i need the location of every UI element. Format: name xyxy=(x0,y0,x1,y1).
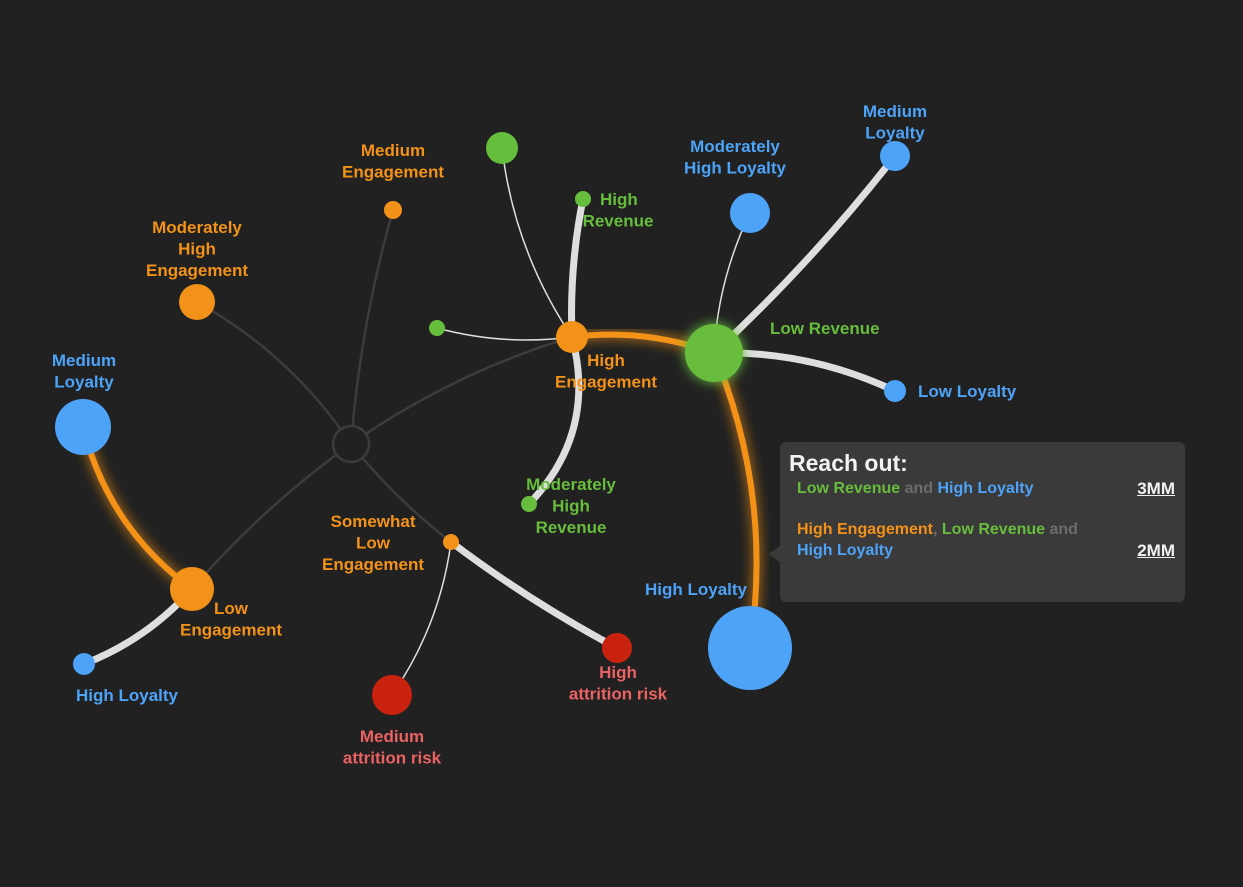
tooltip-row-text: Low Revenue and High Loyalty xyxy=(797,478,1034,499)
link-high-engagement-to-high-revenue xyxy=(568,195,587,341)
label-high-loyalty-left: High Loyalty xyxy=(76,686,179,705)
link-high-engagement-to-mod-high-revenue xyxy=(525,333,583,508)
link-low-revenue-to-high-loyalty-big xyxy=(711,350,760,651)
link-root-to-high-engagement xyxy=(349,335,574,446)
node-somewhat-low-engagement[interactable] xyxy=(443,534,459,550)
node-high-loyalty-left[interactable] xyxy=(73,653,95,675)
node-mod-high-revenue[interactable] xyxy=(521,496,537,512)
node-low-revenue[interactable] xyxy=(685,324,743,382)
tooltip-row: Low Revenue and High Loyalty 3MM xyxy=(789,478,1175,499)
label-high-loyalty-big: High Loyalty xyxy=(645,580,748,599)
tooltip-title: Reach out: xyxy=(789,450,908,476)
tooltip-row-value[interactable]: 2MM xyxy=(1137,541,1175,560)
link-root-to-mod-high-engagement xyxy=(195,300,353,446)
node-high-attrition[interactable] xyxy=(602,633,632,663)
node-high-revenue[interactable] xyxy=(575,191,591,207)
link-low-engagement-to-medium-loyalty-left xyxy=(80,424,195,592)
link-high-engagement-to-green-small-left xyxy=(436,327,573,341)
tooltip-part: , xyxy=(933,521,942,538)
tooltip-part: Low Revenue xyxy=(941,521,1046,538)
link-high-engagement-to-green-top xyxy=(501,147,573,338)
node-low-engagement[interactable] xyxy=(170,567,214,611)
link-root-to-medium-engagement xyxy=(349,208,395,446)
link-low-revenue-to-medium-loyalty-right xyxy=(710,152,899,357)
tooltip-row: High Engagement, Low Revenue and High Lo… xyxy=(789,519,1175,561)
tooltip-part: High Engagement xyxy=(797,521,934,538)
nodes-layer xyxy=(55,132,910,715)
node-medium-loyalty-left[interactable] xyxy=(55,399,111,455)
tooltip-row-text: High Engagement, Low Revenue and High Lo… xyxy=(797,519,1097,561)
node-mod-high-engagement[interactable] xyxy=(179,284,215,320)
label-low-revenue: Low Revenue xyxy=(770,319,880,338)
tooltip-part: and xyxy=(1045,521,1078,538)
label-low-loyalty: Low Loyalty xyxy=(918,382,1017,401)
node-green-small-left[interactable] xyxy=(429,320,445,336)
link-somewhat-low-engagement-to-high-attrition xyxy=(447,538,621,652)
node-high-loyalty-big[interactable] xyxy=(708,606,792,690)
node-medium-loyalty-right[interactable] xyxy=(880,141,910,171)
node-medium-engagement[interactable] xyxy=(384,201,402,219)
node-green-top[interactable] xyxy=(486,132,518,164)
node-medium-attrition[interactable] xyxy=(372,675,412,715)
reach-out-tooltip: Reach out: Low Revenue and High Loyalty … xyxy=(768,442,1185,602)
tooltip-part: and xyxy=(900,480,938,497)
tooltip-row-value[interactable]: 3MM xyxy=(1137,479,1175,498)
tooltip-part: High Loyalty xyxy=(797,542,894,559)
node-mod-high-loyalty[interactable] xyxy=(730,193,770,233)
node-high-engagement[interactable] xyxy=(556,321,588,353)
tooltip-part: Low Revenue xyxy=(797,480,901,497)
node-low-loyalty[interactable] xyxy=(884,380,906,402)
link-root-to-low-engagement xyxy=(190,442,353,591)
node-root[interactable] xyxy=(331,424,371,464)
tooltip-part: High Loyalty xyxy=(937,480,1034,497)
